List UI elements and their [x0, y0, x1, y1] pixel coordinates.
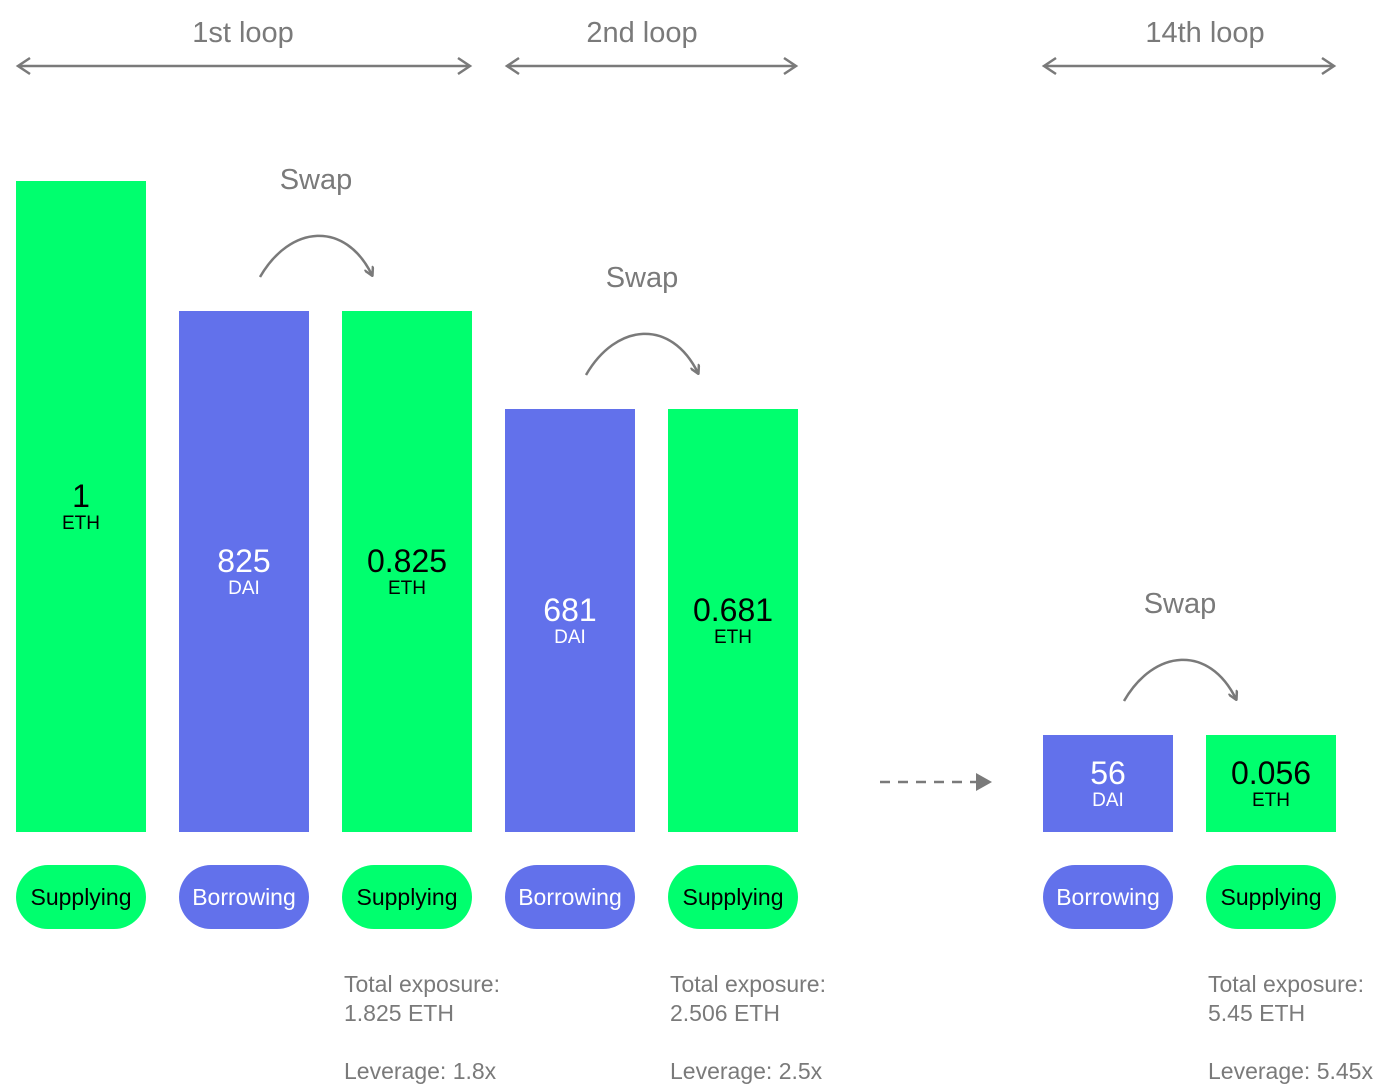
pill-supplying: Supplying [668, 865, 798, 929]
pill-borrowing: Borrowing [179, 865, 309, 929]
bar-borrow-loop-14: 56 DAI [1043, 735, 1173, 832]
bar-initial-supply: 1 ETH [16, 181, 146, 832]
bar-unit: DAI [228, 577, 260, 599]
pill-supplying: Supplying [342, 865, 472, 929]
bar-unit: DAI [554, 626, 586, 648]
pill-supplying: Supplying [16, 865, 146, 929]
summary-loop-14: Total exposure: 5.45 ETH Leverage: 5.45x [1208, 970, 1373, 1086]
bar-value: 1 [72, 477, 90, 514]
bar-unit: ETH [1252, 789, 1290, 811]
summary-loop-2: Total exposure: 2.506 ETH Leverage: 2.5x [670, 970, 826, 1086]
bar-unit: ETH [388, 577, 426, 599]
leverage-value: Leverage: 1.8x [344, 1058, 497, 1084]
bar-unit: ETH [62, 512, 100, 534]
swap-label-1: Swap [279, 164, 353, 196]
loop-span-arrow-2 [504, 56, 799, 76]
bar-unit: DAI [1092, 789, 1124, 811]
bar-unit: ETH [714, 626, 752, 648]
loop-label-3: 14th loop [1145, 17, 1265, 49]
swap-arrow-2 [584, 332, 698, 375]
bar-borrow-loop-2: 681 DAI [505, 409, 635, 832]
exposure-value: 5.45 ETH [1208, 1000, 1306, 1026]
exposure-label: Total exposure: [344, 971, 500, 997]
loop-span-arrow-1 [15, 56, 473, 76]
bar-value: 0.681 [692, 591, 774, 628]
exposure-label: Total exposure: [1208, 971, 1364, 997]
summary-loop-1: Total exposure: 1.825 ETH Leverage: 1.8x [344, 970, 500, 1086]
pill-borrowing: Borrowing [505, 865, 635, 929]
loop-label-2: 2nd loop [586, 17, 698, 49]
bar-value: 56 [1090, 754, 1126, 791]
swap-label-2: Swap [605, 262, 679, 294]
bar-supply-loop-1: 0.825 ETH [342, 311, 472, 832]
loop-span-arrow-3 [1041, 56, 1337, 76]
pill-supplying: Supplying [1206, 865, 1336, 929]
exposure-value: 1.825 ETH [344, 1000, 454, 1026]
bar-supply-loop-14: 0.056 ETH [1206, 735, 1336, 832]
pill-borrowing: Borrowing [1043, 865, 1173, 929]
leverage-value: Leverage: 2.5x [670, 1058, 823, 1084]
bar-value: 0.056 [1230, 754, 1312, 791]
exposure-label: Total exposure: [670, 971, 826, 997]
swap-label-3: Swap [1143, 588, 1217, 620]
bar-value: 825 [217, 542, 271, 579]
leverage-value: Leverage: 5.45x [1208, 1058, 1373, 1084]
bar-value: 0.825 [366, 542, 448, 579]
continuation-arrow [880, 773, 992, 791]
swap-arrow-3 [1122, 658, 1236, 701]
exposure-value: 2.506 ETH [670, 1000, 780, 1026]
bar-value: 681 [543, 591, 597, 628]
loop-label-1: 1st loop [192, 17, 294, 49]
swap-arrow-1 [258, 234, 372, 277]
bar-borrow-loop-1: 825 DAI [179, 311, 309, 832]
bar-supply-loop-2: 0.681 ETH [668, 409, 798, 832]
